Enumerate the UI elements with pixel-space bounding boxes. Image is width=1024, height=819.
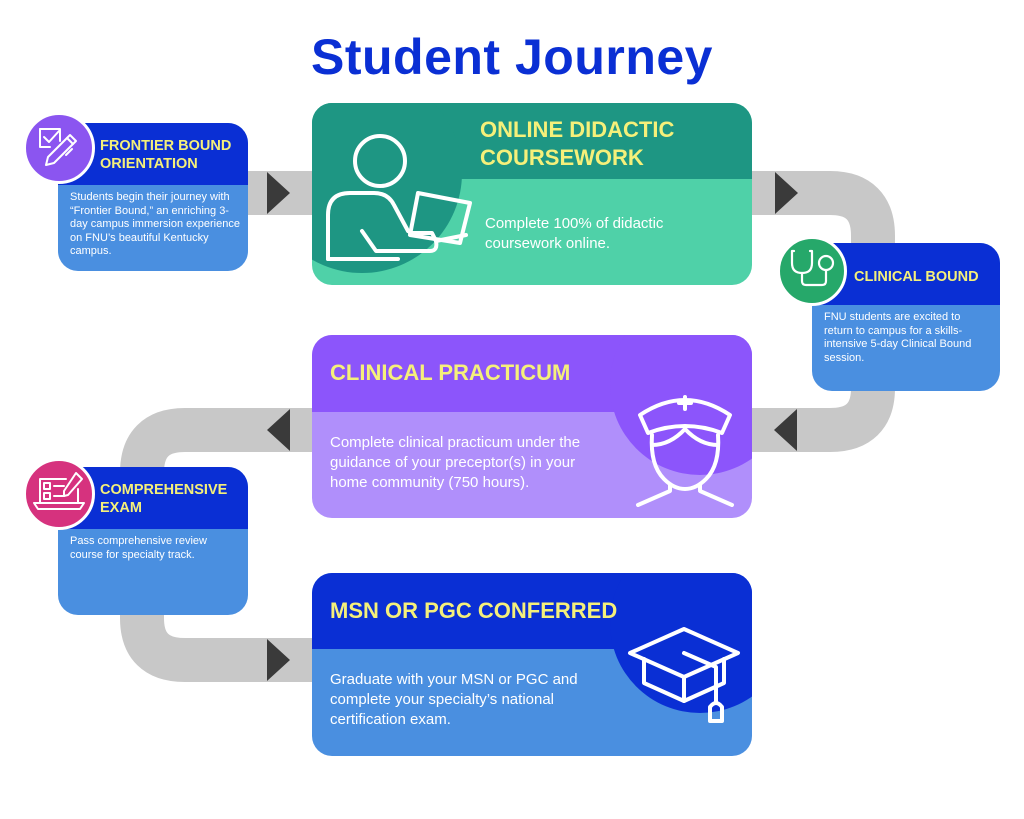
stethoscope-icon [790, 249, 835, 287]
step-heading: MSN OR PGC CONFERRED [330, 598, 618, 623]
step-description: Graduate with your MSN or PGC and comple… [330, 671, 578, 728]
arrow-right-icon [775, 172, 798, 214]
step-description: Complete 100% of didactic coursework onl… [485, 215, 664, 252]
step-card-clinical-practicum: CLINICAL PRACTICUM Complete clinical pra… [312, 335, 752, 518]
step-heading: COMPREHENSIVE EXAM [100, 482, 228, 516]
step-description: Pass comprehensive review course for spe… [70, 535, 207, 561]
step-description: Students begin their journey with “Front… [70, 191, 240, 257]
checklist-pen-icon [39, 128, 77, 166]
graduation-cap-icon [628, 627, 740, 723]
step-heading: CLINICAL BOUND [854, 269, 979, 285]
step-description: Complete clinical practicum under the gu… [330, 434, 581, 491]
person-laptop-icon [326, 134, 472, 261]
step-heading: ONLINE DIDACTIC COURSEWORK [480, 117, 675, 170]
step-card-clinical-bound: CLINICAL BOUND FNU students are excited … [812, 243, 1000, 391]
step-description: FNU students are excited to return to ca… [824, 311, 972, 364]
arrow-right-icon [267, 639, 290, 681]
icon-badge [23, 458, 95, 530]
laptop-checklist-icon [33, 472, 85, 510]
arrow-left-icon [774, 409, 797, 451]
connector-exam-to-conferred [120, 610, 320, 682]
step-heading: FRONTIER BOUND ORIENTATION [100, 138, 232, 172]
step-card-online-didactic: ONLINE DIDACTIC COURSEWORK Complete 100%… [312, 103, 752, 285]
page-title: Student Journey [311, 29, 713, 85]
nurse-icon [636, 395, 734, 507]
connector-online-to-clinical-bound [745, 171, 895, 250]
connector-clinical-bound-to-practicum [745, 385, 895, 452]
icon-badge [777, 236, 847, 306]
arrow-right-icon [267, 172, 290, 214]
icon-badge [23, 112, 95, 184]
step-card-msn-pgc-conferred: MSN OR PGC CONFERRED Graduate with your … [312, 573, 752, 756]
arrow-left-icon [267, 409, 290, 451]
step-heading: CLINICAL PRACTICUM [330, 360, 571, 385]
